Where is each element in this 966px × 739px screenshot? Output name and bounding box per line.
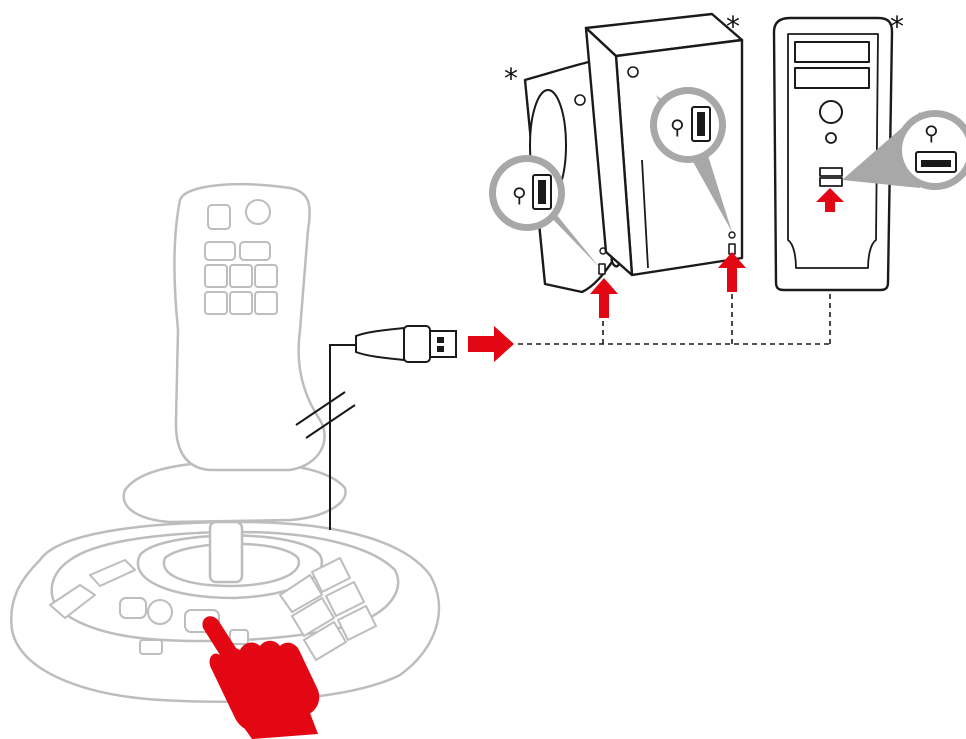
usb-symbol-icon: ⚲ [670,115,685,139]
pointing-hand-icon [202,616,320,739]
pc-reset-button [825,132,837,144]
base-right-buttons [279,557,377,661]
usb-port-zoom-slot [697,112,705,136]
usb-plug-pin [437,346,444,352]
usb-plug-connector [429,330,457,358]
port-arrow-icon [816,188,844,212]
console-tower-slot [641,159,649,269]
handle-buttons [204,199,278,315]
hand-finger [202,616,320,732]
asterisk-mark: * [726,10,740,43]
usb-callout-pc [842,110,966,190]
console-slim-usb-port [598,263,606,275]
console-tower-led [728,231,736,239]
usb-cable [295,344,358,530]
joystick-handle [173,182,326,472]
port-arrow-icon [718,252,746,292]
base-left-buttons [49,559,249,655]
pc-tower [772,16,894,292]
joystick-device [10,182,441,703]
usb-port-zoom-slot [538,180,546,204]
usb-symbol-icon: ⚲ [924,121,939,145]
console-tower-button [627,66,639,78]
pc-usb-port [819,167,843,177]
cable-line [329,344,358,530]
pc-drive-bay [794,41,870,63]
connect-arrow-icon [468,326,514,362]
hand-cuff [240,700,318,739]
usb-port-zoom-slot [921,160,951,167]
usb-plug-pin [437,337,444,343]
usb-plug-body [403,325,431,363]
pc-tower-inner [787,33,879,269]
grip-flare [122,460,347,524]
console-tower-side [584,26,634,277]
joystick-shaft [208,520,244,584]
usb-callout-slim [489,155,600,268]
asterisk-mark: * [890,10,904,43]
usb-plug [355,325,457,363]
pc-usb-port [819,177,843,187]
pc-drive-bay [794,67,870,89]
usb-callout-tower [650,87,732,232]
usb-plug-strain-relief [355,326,405,362]
asterisk-mark: * [504,62,518,95]
cable-break-mark [295,391,346,426]
pc-power-button [819,100,843,124]
usb-symbol-icon: ⚲ [512,183,527,207]
cable-break-mark [305,404,356,439]
port-arrow-icon [590,278,618,318]
console-slim-button [574,94,586,106]
